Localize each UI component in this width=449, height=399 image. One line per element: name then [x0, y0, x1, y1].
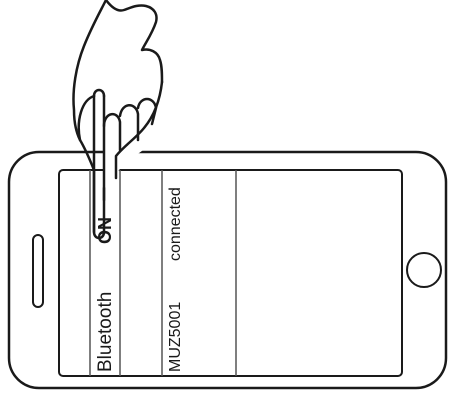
device-status: connected [167, 187, 184, 261]
home-button[interactable] [407, 253, 441, 287]
speaker-slot-icon [33, 235, 43, 307]
bluetooth-label: Bluetooth [95, 292, 116, 372]
device-name: MUZ5001 [167, 302, 184, 372]
list-item-bluetooth[interactable]: Bluetooth ON [95, 217, 116, 372]
